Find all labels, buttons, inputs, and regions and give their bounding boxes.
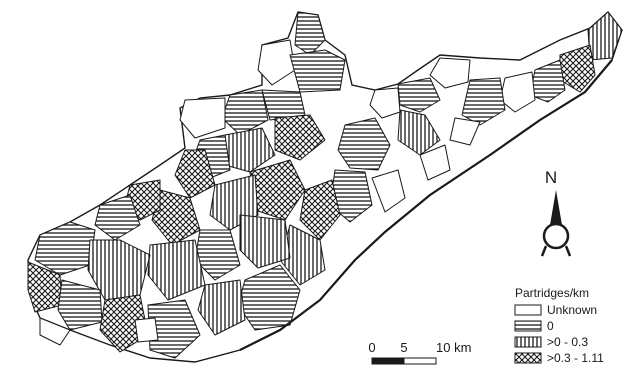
region — [429, 57, 471, 89]
north-label: N — [545, 168, 557, 187]
region — [27, 261, 63, 313]
region — [197, 279, 246, 336]
region — [419, 144, 451, 181]
coastline — [239, 59, 613, 351]
region — [151, 189, 201, 246]
scale-label-0: 0 — [368, 340, 375, 355]
region — [289, 49, 346, 93]
north-arrow-circle — [542, 222, 570, 250]
region — [461, 77, 506, 126]
region — [57, 279, 103, 331]
north-arrow: N — [540, 168, 572, 257]
legend-swatch-high — [514, 352, 542, 364]
region — [369, 87, 401, 119]
legend-item-zero: 0 — [547, 319, 554, 333]
legend-swatch-low — [514, 336, 542, 348]
scale-label-5: 5 — [400, 340, 407, 355]
region — [274, 114, 326, 161]
region — [587, 11, 623, 61]
region — [239, 214, 291, 269]
region — [257, 39, 296, 86]
region — [174, 149, 216, 199]
region — [337, 117, 391, 171]
region — [449, 117, 481, 146]
scale-segment-white — [403, 357, 437, 365]
region — [179, 97, 226, 139]
region — [99, 294, 149, 353]
scale-label-10: 10 km — [436, 340, 471, 355]
legend-title: Partridges/km — [515, 286, 589, 300]
legend: Partridges/km Unknown 0 >0 - 0.3 >0.3 - … — [514, 286, 604, 365]
region — [39, 317, 71, 346]
north-arrow-tail — [540, 245, 572, 257]
region — [397, 109, 441, 156]
legend-item-low: >0 - 0.3 — [547, 335, 588, 349]
legend-swatch-zero — [514, 320, 542, 332]
north-arrow-needle — [550, 190, 562, 225]
scale-bar: 0 5 10 km — [368, 340, 471, 365]
region — [397, 77, 441, 113]
legend-item-high: >0.3 - 1.11 — [547, 351, 604, 365]
region — [134, 317, 159, 343]
region — [299, 179, 341, 241]
region — [147, 299, 201, 359]
region — [294, 11, 326, 56]
legend-swatch-unknown — [514, 304, 542, 316]
scale-segment-black — [371, 357, 405, 365]
region — [371, 169, 406, 213]
municipalities — [27, 11, 623, 359]
region — [147, 239, 206, 301]
region — [94, 194, 141, 241]
legend-item-unknown: Unknown — [547, 303, 597, 317]
